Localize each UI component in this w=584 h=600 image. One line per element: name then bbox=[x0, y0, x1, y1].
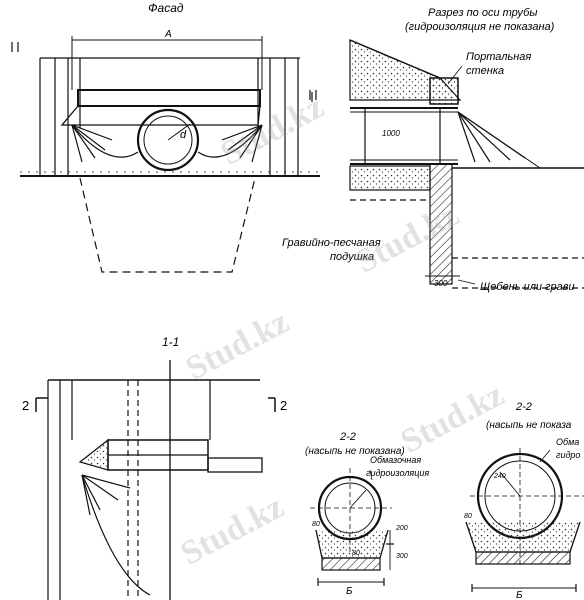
dim-300-top: 300 bbox=[434, 279, 448, 288]
section-1-1-title: 1-1 bbox=[162, 335, 179, 349]
facade-view bbox=[11, 36, 320, 273]
pipe-section-view bbox=[311, 39, 584, 289]
section-mark-left: 2 bbox=[22, 398, 29, 413]
pipe-section-subtitle: (гидроизоляция не показана) bbox=[405, 21, 555, 33]
rubble-label: Щебень или грави bbox=[480, 281, 575, 293]
coating-label-right-1: Обма bbox=[556, 437, 579, 447]
dim-240: 240 bbox=[493, 473, 506, 480]
coating-label-1: Обмазочная bbox=[370, 455, 421, 465]
section-2-2-right-view bbox=[465, 448, 584, 592]
section-2-2-left-subtitle: (насыпь не показана) bbox=[305, 446, 405, 457]
section-2-2-right-subtitle: (насыпь не показа bbox=[486, 420, 572, 431]
facade-dim-a: A bbox=[164, 29, 172, 40]
dim-b-right: Б bbox=[516, 590, 523, 600]
facade-dim-d: d bbox=[180, 129, 187, 141]
dim-b-left: Б bbox=[346, 586, 353, 597]
facade-title: Фасад bbox=[148, 1, 184, 15]
portal-wall-label-1: Портальная bbox=[466, 51, 531, 63]
gravel-label-1: Гравийно-песчаная bbox=[282, 237, 381, 249]
dim-80-right: 80 bbox=[464, 513, 472, 520]
section-2-2-left-view bbox=[310, 468, 394, 586]
pipe-section-title: Разрез по оси трубы bbox=[428, 7, 537, 19]
coating-label-right-2: гидро bbox=[556, 450, 580, 460]
section-2-2-right-title: 2-2 bbox=[515, 401, 532, 413]
portal-wall-label-2: стенка bbox=[466, 65, 504, 77]
coating-label-2: гидроизоляция bbox=[366, 468, 429, 478]
section-2-2-left-title: 2-2 bbox=[339, 431, 356, 443]
section-1-1-view bbox=[35, 360, 276, 600]
dim-200: 200 bbox=[395, 525, 408, 532]
dim-1000: 1000 bbox=[382, 129, 400, 138]
gravel-label-2: подушка bbox=[330, 251, 374, 263]
dim-80-b: 80 bbox=[352, 550, 360, 557]
section-mark-right: 2 bbox=[280, 398, 287, 413]
dim-300-left: 300 bbox=[396, 553, 408, 560]
dim-80-a: 80 bbox=[312, 521, 320, 528]
